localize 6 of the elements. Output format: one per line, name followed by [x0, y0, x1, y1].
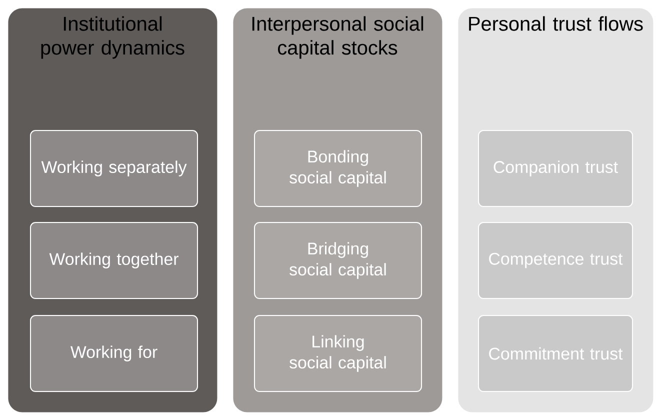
item-box: Working for — [30, 315, 198, 392]
item-box: Linking social capital — [254, 315, 422, 392]
item-box: Working separately — [30, 130, 198, 207]
item-box: Working together — [30, 222, 198, 299]
item-box: Bonding social capital — [254, 130, 422, 207]
item-box: Bridging social capital — [254, 222, 422, 299]
